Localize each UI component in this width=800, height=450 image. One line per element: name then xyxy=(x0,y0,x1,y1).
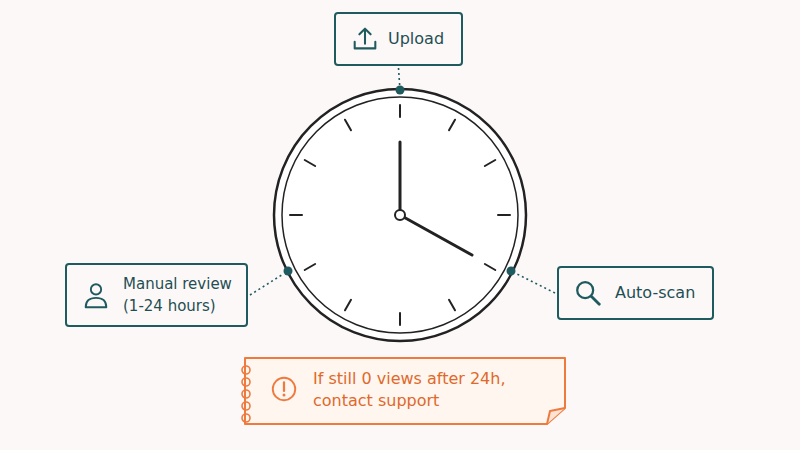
clock-tick xyxy=(449,300,455,310)
rim-dot xyxy=(507,267,516,276)
rim-dot xyxy=(396,86,405,95)
person-icon xyxy=(81,280,111,310)
note-text: If still 0 views after 24h, contact supp… xyxy=(313,368,543,412)
leader-line xyxy=(515,273,555,293)
binding-ring xyxy=(242,366,250,374)
clock-tick xyxy=(485,160,495,166)
step-label: Manual review xyxy=(123,273,232,295)
step-label: (1-24 hours) xyxy=(123,295,232,317)
clock-ticks xyxy=(290,105,510,325)
binding-ring xyxy=(242,402,250,410)
binding-ring xyxy=(242,414,250,422)
clock-tick xyxy=(449,120,455,130)
clock-tick xyxy=(399,105,401,117)
search-icon xyxy=(573,278,603,308)
upload-icon xyxy=(350,24,380,54)
step-box: Auto-scan xyxy=(557,266,714,320)
step-label: Auto-scan xyxy=(615,282,696,304)
minute-hand xyxy=(399,142,402,215)
leader-line xyxy=(399,68,400,85)
binding-ring xyxy=(242,390,250,398)
clock-tick xyxy=(345,300,351,310)
step-box: Manual review(1-24 hours) xyxy=(65,263,248,327)
clock-tick xyxy=(290,214,302,216)
clock-tick xyxy=(399,313,401,325)
clock xyxy=(274,86,526,342)
hour-hand xyxy=(400,215,472,255)
clock-tick xyxy=(305,264,315,270)
leader-line xyxy=(250,274,284,295)
clock-pivot xyxy=(395,210,405,220)
clock-tick xyxy=(305,160,315,166)
clock-tick xyxy=(345,120,351,130)
leader-lines xyxy=(250,68,555,295)
clock-face xyxy=(282,97,518,333)
clock-rim xyxy=(274,89,526,341)
step-label: Upload xyxy=(388,28,445,50)
rim-dot xyxy=(284,267,293,276)
step-box: Upload xyxy=(334,12,463,66)
clock-tick xyxy=(498,214,510,216)
binding-ring xyxy=(242,378,250,386)
alert-icon xyxy=(269,374,299,404)
clock-tick xyxy=(485,264,495,270)
note-card: If still 0 views after 24h, contact supp… xyxy=(243,356,567,426)
